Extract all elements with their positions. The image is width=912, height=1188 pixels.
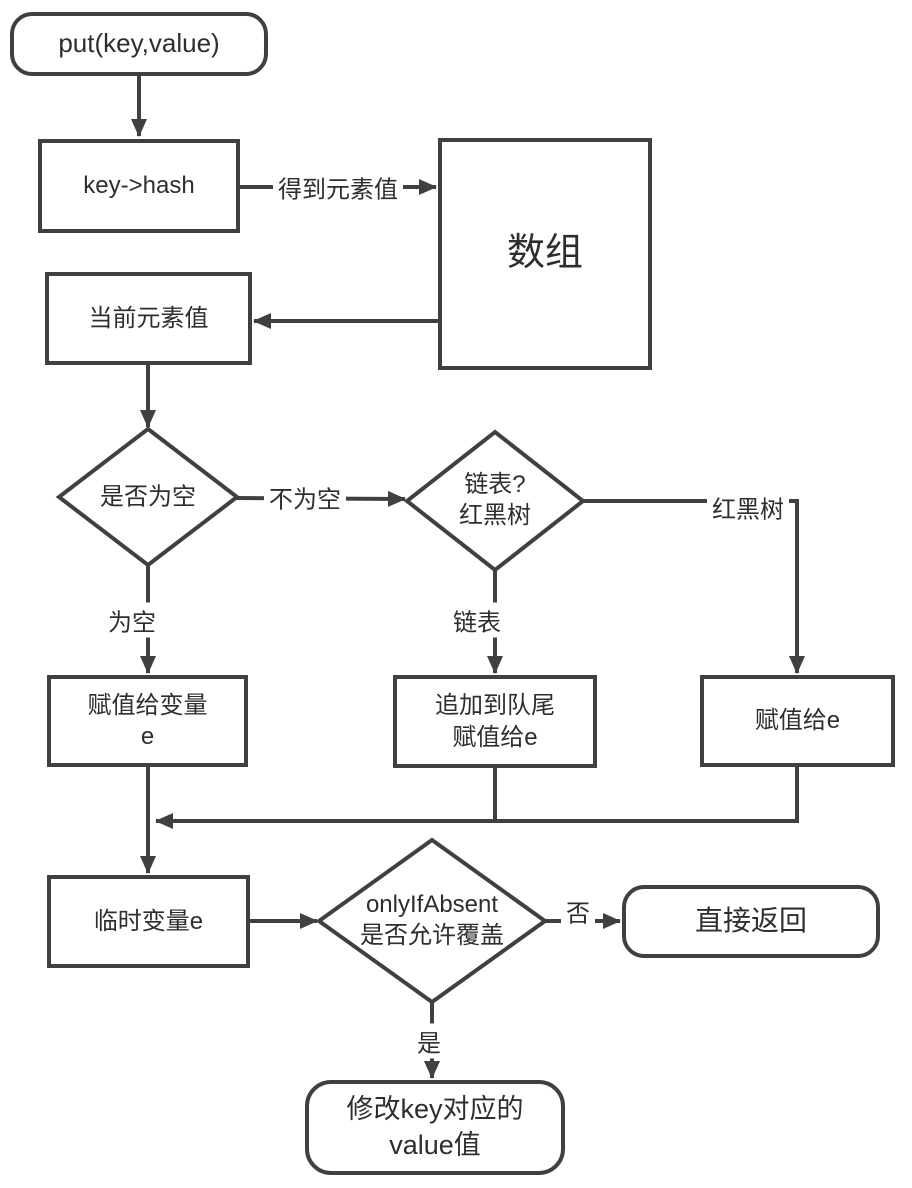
node-array-label: 数组: [506, 232, 583, 275]
node-current-value: 当前元素值: [45, 272, 252, 365]
node-key-hash: key->hash: [38, 139, 240, 233]
node-current-value-label: 当前元素值: [88, 304, 209, 332]
node-modify-value: 修改key对应的 value值: [305, 1080, 565, 1175]
edge-label-not-empty: 不为空: [264, 479, 346, 515]
node-only-if-absent-line1: onlyIfAbsent: [365, 890, 499, 918]
edge-label-empty: 为空: [103, 602, 161, 638]
node-modify-value-line1: 修改key对应的: [346, 1094, 524, 1125]
node-append-tail-line1: 追加到队尾: [435, 692, 555, 720]
node-temp-var-e-label: 临时变量e: [93, 907, 204, 935]
node-is-empty: 是否为空: [100, 481, 196, 512]
node-list-or-tree-line1: 链表?: [464, 470, 526, 498]
node-key-hash-label: key->hash: [83, 172, 195, 200]
decision-shapes: [55, 426, 587, 1005]
edge-label-red-black-tree: 红黑树: [707, 489, 789, 525]
node-list-or-tree-line2: 红黑树: [459, 502, 531, 529]
node-assign-e: 赋值给e: [700, 675, 895, 767]
node-is-empty-label: 是否为空: [100, 483, 196, 511]
node-assign-var-e-line1: 赋值给变量: [87, 691, 208, 719]
node-assign-e-label: 赋值给e: [754, 707, 841, 735]
node-assign-var-e: 赋值给变量 e: [47, 675, 248, 767]
edge-label-got-element: 得到元素值: [273, 169, 403, 205]
node-start: put(key,value): [10, 12, 268, 76]
node-return-direct: 直接返回: [622, 885, 880, 958]
node-only-if-absent: onlyIfAbsent 是否允许覆盖: [360, 889, 504, 951]
edge-label-yes: 是: [412, 1023, 446, 1059]
node-only-if-absent-line2: 是否允许覆盖: [360, 922, 504, 949]
node-temp-var-e: 临时变量e: [47, 875, 250, 968]
node-array: 数组: [438, 138, 652, 370]
list-or-tree-diamond-shape: [403, 429, 587, 573]
node-modify-value-line2: value值: [389, 1129, 481, 1160]
is-empty-diamond-shape: [55, 426, 241, 568]
only-if-absent-diamond-shape: [315, 837, 549, 1005]
node-append-tail: 追加到队尾 赋值给e: [393, 675, 597, 768]
edge-label-no: 否: [561, 893, 595, 929]
node-append-tail-line2: 赋值给e: [452, 723, 538, 751]
node-assign-var-e-line2: e: [140, 723, 155, 750]
node-list-or-tree: 链表? 红黑树: [459, 469, 531, 531]
node-start-label: put(key,value): [58, 28, 220, 59]
node-return-direct-label: 直接返回: [694, 905, 807, 937]
edge-label-linked-list: 链表: [448, 602, 506, 638]
